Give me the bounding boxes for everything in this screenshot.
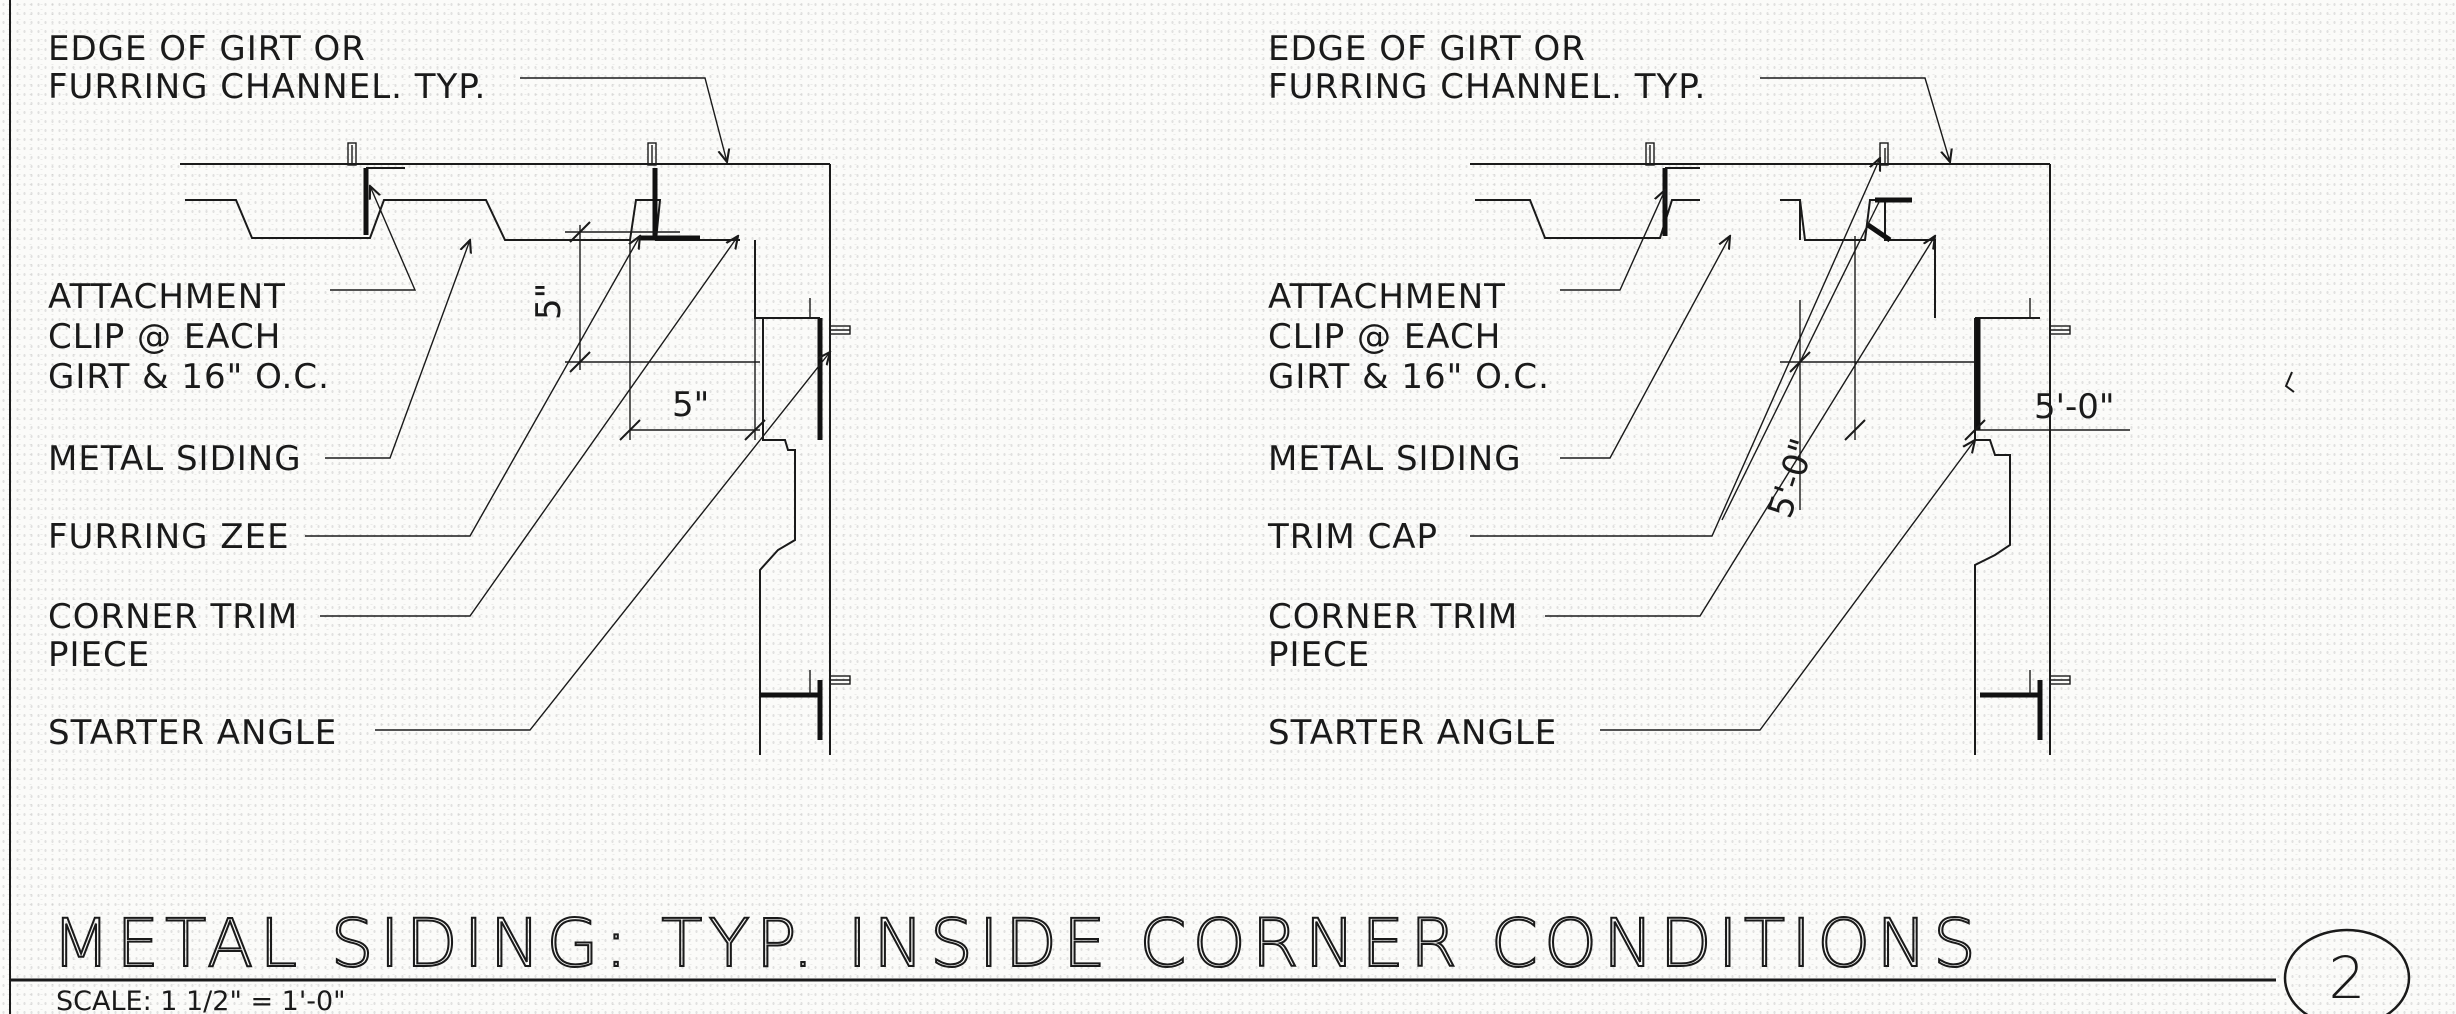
right-label-metal-siding: METAL SIDING — [1268, 439, 1522, 479]
right-leaders — [1470, 77, 1975, 731]
left-label-edge-line2: FURRING CHANNEL. TYP. — [48, 67, 486, 107]
right-label-edge-line2: FURRING CHANNEL. TYP. — [1268, 67, 1706, 107]
left-label-metal-siding: METAL SIDING — [48, 439, 302, 479]
left-label-starter-angle: STARTER ANGLE — [48, 713, 337, 753]
left-dim-vertical: 5" — [529, 283, 569, 320]
right-detail: EDGE OF GIRT OR FURRING CHANNEL. TYP. AT… — [1267, 29, 2130, 755]
left-label-corner-line1: CORNER TRIM — [48, 597, 298, 637]
left-leaders — [305, 77, 830, 731]
left-label-edge-line1: EDGE OF GIRT OR — [48, 29, 366, 69]
right-label-corner-line1: CORNER TRIM — [1268, 597, 1518, 637]
right-label-trim-cap: TRIM CAP — [1267, 517, 1438, 557]
drawing-title: METAL SIDING: TYP. INSIDE CORNER CONDITI… — [52, 905, 1982, 982]
detail-number: 2 — [2329, 944, 2366, 1012]
left-label-furring-zee: FURRING ZEE — [48, 517, 290, 557]
left-label-attach-line2: CLIP @ EACH — [48, 317, 281, 357]
right-dim-horizontal: 5'-0" — [2034, 387, 2115, 427]
left-detail: EDGE OF GIRT OR FURRING CHANNEL. TYP. AT… — [48, 29, 851, 755]
right-wall-geometry — [1470, 142, 2130, 755]
right-label-corner-line2: PIECE — [1268, 635, 1370, 675]
left-label-corner-line2: PIECE — [48, 635, 150, 675]
left-wall-geometry — [180, 142, 851, 755]
right-label-attach-line1: ATTACHMENT — [1268, 277, 1506, 317]
drawing-scale: SCALE: 1 1/2" = 1'-0" — [56, 986, 346, 1014]
left-label-attach-line1: ATTACHMENT — [48, 277, 286, 317]
left-dim-horizontal: 5" — [672, 385, 709, 425]
right-label-attach-line3: GIRT & 16" O.C. — [1268, 357, 1550, 397]
detail-number-circle — [2283, 928, 2411, 1014]
left-label-attach-line3: GIRT & 16" O.C. — [48, 357, 330, 397]
title-block: METAL SIDING: TYP. INSIDE CORNER CONDITI… — [10, 904, 2411, 1014]
right-dim-vertical: 5'-0" — [1761, 434, 1824, 523]
right-label-edge-line1: EDGE OF GIRT OR — [1268, 29, 1586, 69]
right-label-starter-angle: STARTER ANGLE — [1268, 713, 1557, 753]
right-label-attach-line2: CLIP @ EACH — [1268, 317, 1501, 357]
pencil-mark — [2284, 371, 2295, 393]
